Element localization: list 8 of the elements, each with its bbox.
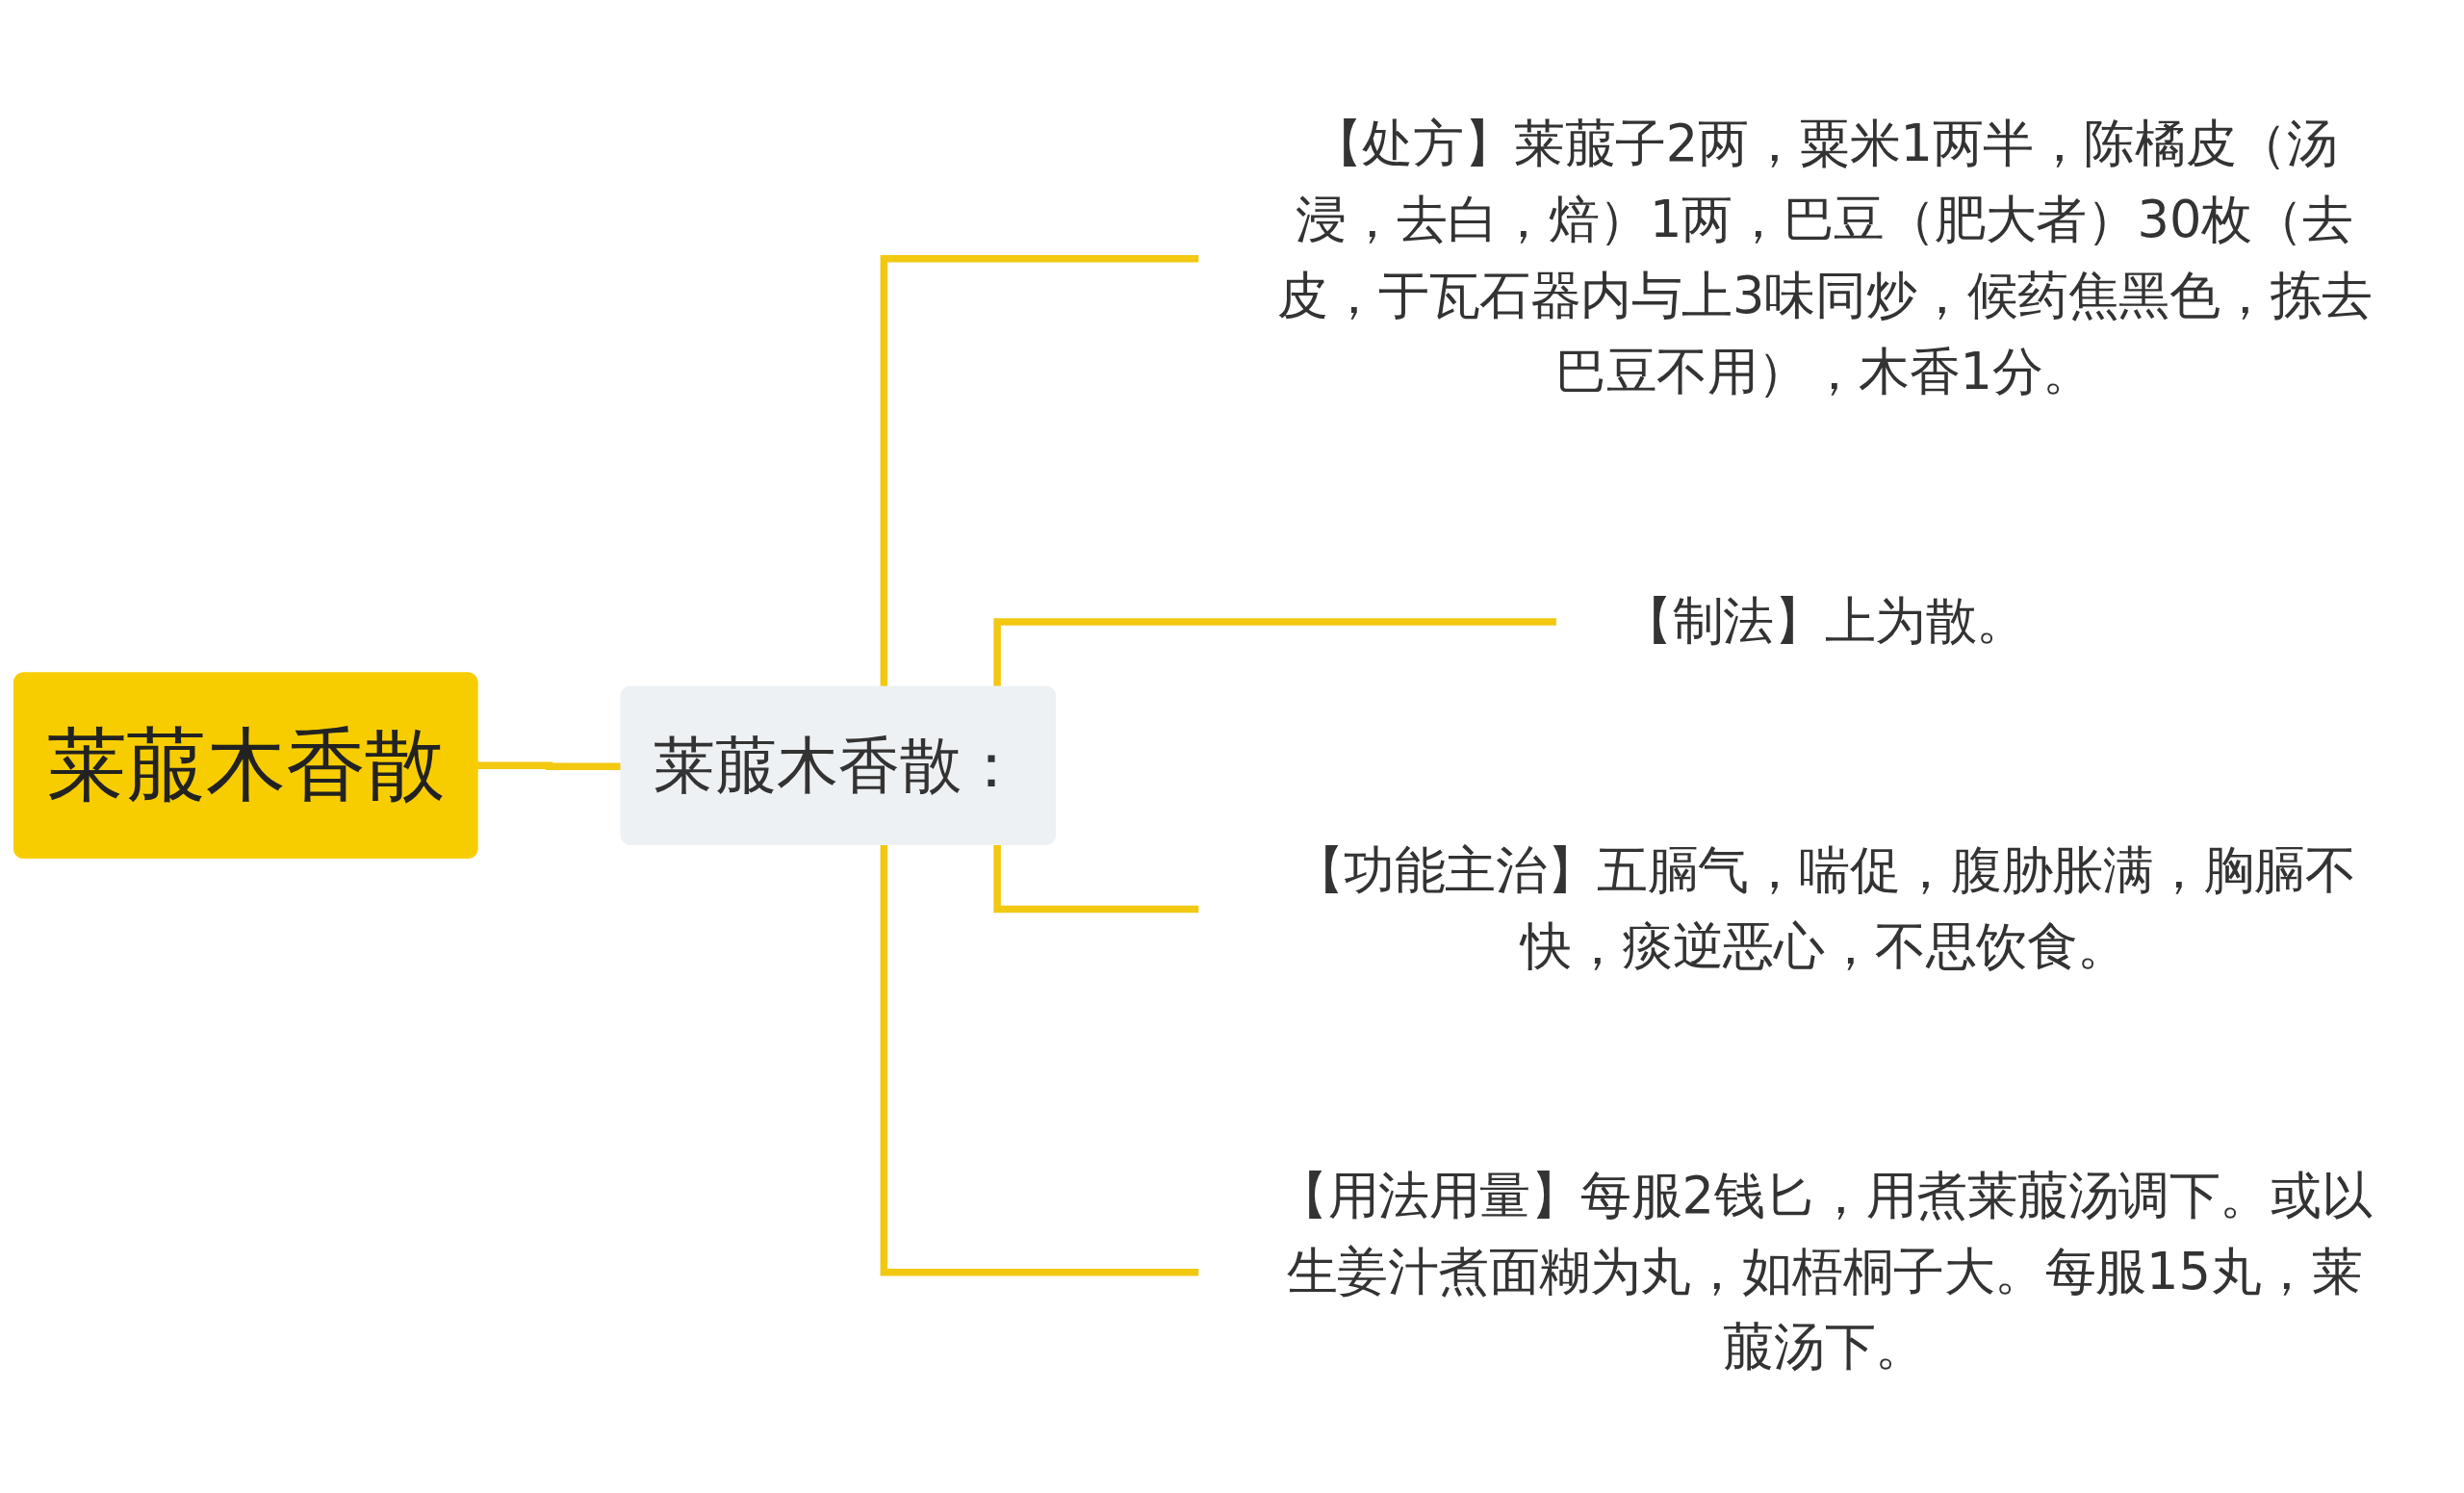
connector <box>880 844 1200 1276</box>
node-text: 【用法用量】每服2钱匕，用煮莱菔汤调下。或以生姜汁煮面糊为丸，如梧桐子大。每服15丸，莱菔汤下。 <box>1277 1165 2373 1377</box>
node-text: 【制法】上为散。 <box>1622 591 2027 652</box>
connector <box>880 255 1200 688</box>
connector <box>993 844 1200 914</box>
node-text: 【功能主治】五膈气，喘促，腹胁胀满，胸膈不快，痰逆恶心，不思饮食。 <box>1293 840 2356 976</box>
node-text: 【处方】莱菔子2两，粟米1两半，陈橘皮（汤浸，去白，焙）1两，巴豆（肥大者）30枚（去皮，于瓦石器内与上3味同炒，候药焦黑色，拣去巴豆不用），木香1分。 <box>1277 114 2373 402</box>
connector <box>993 618 1557 688</box>
